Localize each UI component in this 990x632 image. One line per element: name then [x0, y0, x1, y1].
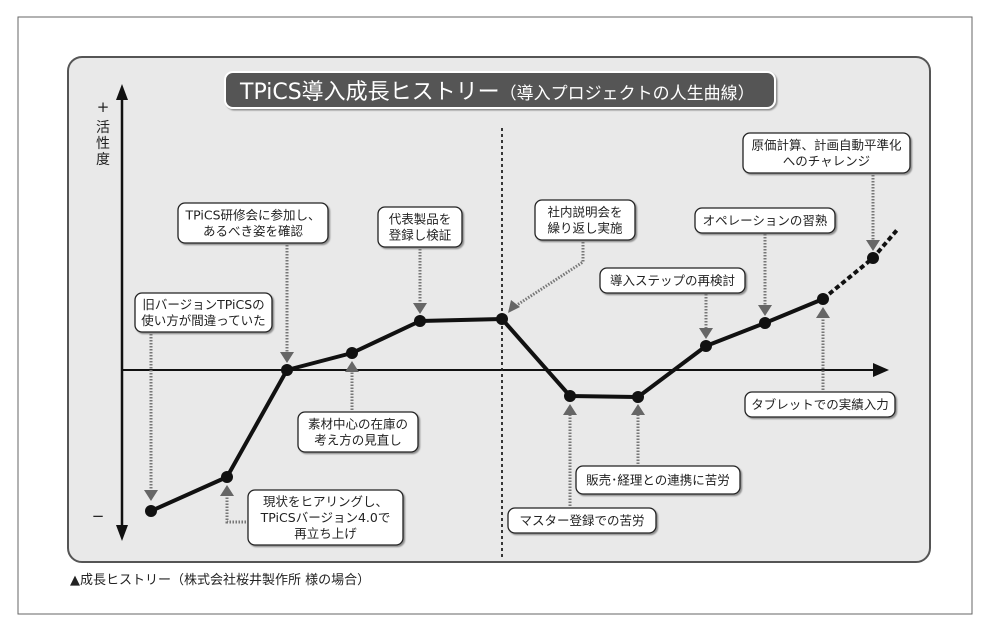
pointer-arrow-icon [220, 485, 234, 496]
callout-text: 旧バージョンTPiCSの [142, 297, 264, 312]
callout-box [534, 199, 636, 241]
callout-text: 代表製品を [389, 212, 452, 227]
data-point-12 [867, 252, 879, 264]
callout-box [247, 489, 404, 546]
y-axis-plus: + [97, 98, 110, 116]
y-axis-label-3: 度 [96, 152, 110, 168]
pointer-arrow-icon [280, 352, 294, 363]
y-axis-minus: − [92, 507, 105, 525]
y-axis-down-arrow-icon [116, 525, 128, 541]
data-point-8 [632, 391, 644, 403]
callout-box [297, 411, 419, 453]
callout-text: 登録し検証 [389, 228, 452, 243]
callout-leader [345, 361, 359, 410]
callout-sales-accounting-struggle: 販売･経理との連携に苦労 [575, 465, 741, 495]
callout-leader [631, 404, 645, 464]
pointer-arrow-icon [866, 240, 880, 251]
callout-text: 考え方の見直し [314, 433, 402, 448]
callout-box [177, 202, 329, 244]
data-point-3 [281, 364, 293, 376]
y-axis-label-1: 活 [96, 120, 110, 136]
callout-text: あるべき姿を確認 [203, 224, 304, 239]
diagram-panel [67, 56, 931, 563]
pointer-arrow-icon [345, 361, 359, 372]
data-point-2 [221, 471, 233, 483]
data-point-5 [414, 315, 426, 327]
data-point-7 [564, 390, 576, 402]
figure-caption: ▲成長ヒストリー（株式会社桜井製作所 様の場合） [70, 572, 370, 588]
data-point-1 [145, 505, 157, 517]
callout-leader [816, 307, 830, 390]
callout-text: マスター登録での苦労 [519, 513, 644, 528]
callout-tablet-input: タブレットでの実績入力 [744, 391, 896, 418]
callout-box [742, 132, 911, 174]
callout-box [134, 292, 273, 333]
callout-text: 再立ち上げ [294, 526, 357, 541]
pointer-arrow-icon [758, 305, 772, 316]
callout-text: タブレットでの実績入力 [751, 397, 889, 412]
pointer-arrow-icon [816, 307, 830, 318]
callout-master-registration-struggle: マスター登録での苦労 [507, 507, 657, 534]
y-axis-up-arrow-icon [116, 84, 128, 100]
pointer-arrow-icon [413, 303, 427, 314]
callout-leader [699, 294, 713, 339]
callout-box [694, 207, 836, 234]
callout-text: 使い方が間違っていた [141, 313, 265, 328]
callout-operation-mastery: オペレーションの習熟 [694, 207, 836, 234]
x-axis-arrow-icon [873, 363, 889, 377]
callout-leader [280, 245, 294, 363]
callout-text: TPiCS研修会に参加し、 [184, 208, 320, 223]
callout-leader [563, 404, 577, 506]
callout-text: 社内説明会を [547, 205, 622, 220]
callout-leader [508, 242, 585, 313]
callout-leader [866, 175, 880, 251]
callout-leader [220, 485, 246, 524]
data-point-9 [700, 340, 712, 352]
data-point-10 [759, 317, 771, 329]
callout-text: TPiCSバージョン4.0で [260, 510, 391, 525]
pointer-arrow-icon [631, 404, 645, 415]
callout-text: オペレーションの習熟 [703, 213, 828, 228]
callout-text: 素材中心の在庫の [308, 417, 408, 432]
callout-text: 繰り返し実施 [547, 221, 623, 236]
callout-text: へのチャレンジ [783, 154, 870, 169]
callout-step-review: 導入ステップの再検討 [599, 267, 746, 294]
data-point-4 [346, 347, 358, 359]
callout-box [575, 465, 741, 495]
pointer-arrow-icon [563, 404, 577, 415]
callout-text: 原価計算、計画自動平準化 [751, 138, 902, 153]
callout-leader [144, 334, 158, 501]
pointer-arrow-icon [699, 328, 713, 339]
callout-leader [413, 249, 427, 314]
pointer-arrow-icon [144, 490, 158, 501]
pointer-arrow-icon [508, 300, 520, 313]
title-text: TPiCS導入成長ヒストリー（導入プロジェクトの人生曲線） [239, 80, 755, 105]
callout-box [377, 206, 463, 248]
callout-training-session: TPiCS研修会に参加し、あるべき姿を確認 [177, 202, 329, 244]
callout-box [507, 507, 657, 534]
title-banner: TPiCS導入成長ヒストリー（導入プロジェクトの人生曲線） [224, 71, 776, 109]
callout-text: 導入ステップの再検討 [610, 273, 735, 288]
data-point-6 [496, 313, 508, 325]
y-axis-label-2: 性 [96, 136, 110, 152]
callout-text: 販売･経理との連携に苦労 [586, 473, 730, 488]
callout-box [599, 267, 746, 294]
data-point-11 [817, 293, 829, 305]
callout-text: 現状をヒアリングし、 [263, 494, 388, 509]
callout-leader [758, 234, 772, 316]
callout-box [744, 391, 896, 418]
